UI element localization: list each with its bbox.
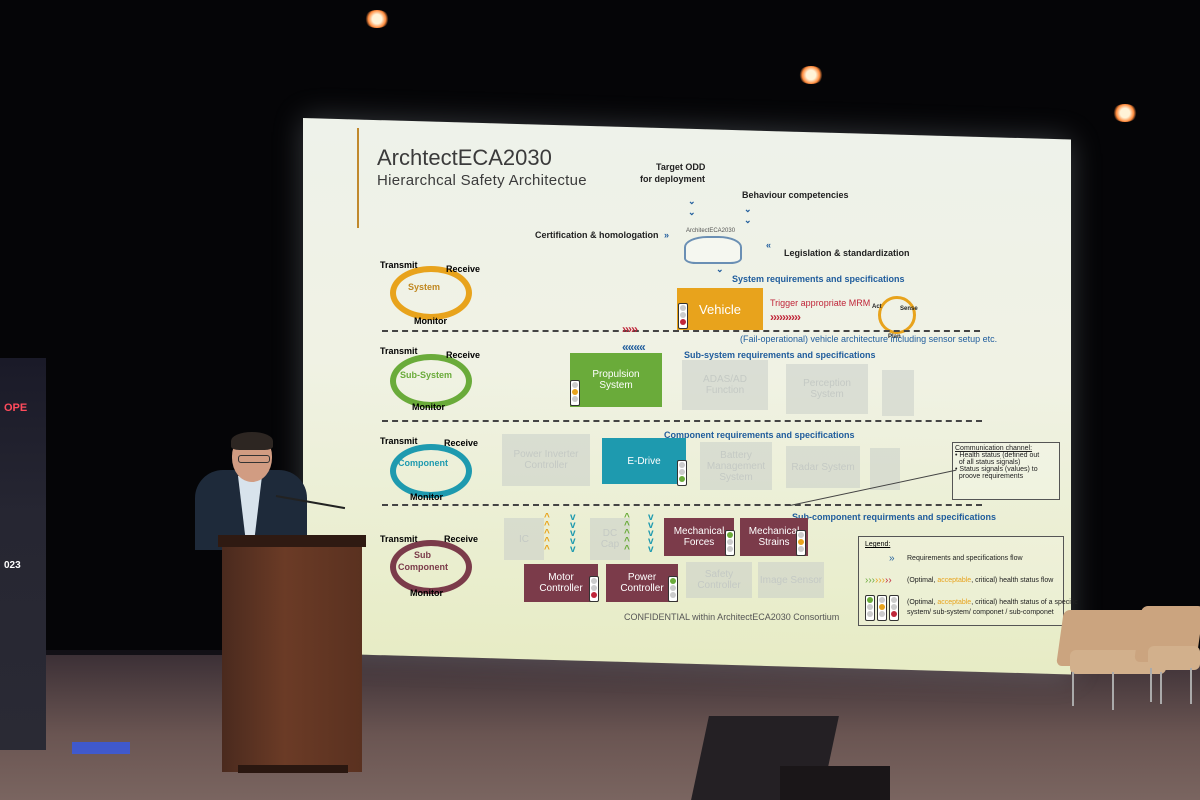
traffic-light-icon [796,530,806,556]
traffic-light-icon [865,595,875,621]
traffic-light-icon [570,380,580,406]
legislation-label: Legislation & standardization [784,248,910,258]
for-deployment-label: for deployment [640,174,706,184]
floor-light [72,742,130,754]
traffic-light-icon [725,530,735,556]
presenter-hair [231,432,273,450]
down-chevron-icon: ⌄⌄ [744,204,751,225]
act-sense-plan-ring [878,296,916,334]
placeholder-box [882,370,914,416]
stage-floor [0,655,1200,800]
ic-box: IC [504,518,544,560]
ceiling-light [364,10,390,28]
blue-chevron-icon: «««« [622,340,646,354]
confidential-label: CONFIDENTIAL within ArchitectECA2030 Con… [624,612,840,622]
subsystem-req-label: Sub-system requirements and specificatio… [684,350,876,360]
image-sensor-box: Image Sensor [758,562,824,598]
system-ring-icon [390,266,472,320]
green-up-chevrons-icon: ^^^^^ [624,512,630,555]
red-chevron-icon: ››››› [622,322,638,336]
sense-label: Sense [900,306,918,312]
podium-base [238,765,348,773]
radar-system-box: Radar System [786,446,860,488]
legend-box: Legend: » Requirements and specification… [858,536,1078,626]
right-chevron-icon: » [664,230,669,240]
down-chevron-icon: ⌄ [716,264,723,274]
event-banner [0,358,46,750]
subcomponent-req-label: Sub-component requirments and specificat… [792,512,997,522]
subcomponent-ring-icon [390,540,472,594]
vehicle-box: Vehicle [677,288,763,330]
slide-title: ArchtectECA2030 [377,145,552,170]
level-divider [382,504,982,506]
plan-label: Plan [888,334,901,340]
fail-op-label: (Fail-operational) vehicle architecture … [740,334,998,344]
traffic-light-icon [677,460,687,486]
traffic-light-icon [678,303,688,329]
behaviour-label: Behaviour competencies [742,190,849,200]
level-divider [382,420,982,422]
blue-chevron-icon: » [889,553,895,564]
traffic-light-icon [877,595,887,621]
gold-up-chevrons-icon: ^^^^^ [544,512,550,555]
glasses-icon [238,455,270,463]
car-icon [684,236,742,264]
podium [222,540,362,772]
component-req-label: Component requirements and specification… [664,430,855,440]
trigger-mrm-label: Trigger appropriate MRM [770,298,871,308]
traffic-light-icon [668,576,678,602]
red-chevron-icon: ›››››››››› [770,310,801,324]
left-chevron-icon: « [766,240,771,250]
car-label: ArchitectECA2030 [686,228,736,234]
system-req-label: System requirements and specifications [732,274,905,284]
certification-label: Certification & homologation [535,230,659,240]
component-ring-icon [390,444,472,498]
slide-divider [357,128,359,228]
traffic-light-icon [889,595,899,621]
banner-text: OPE [4,402,28,414]
traffic-light-icon [589,576,599,602]
e-drive-box: E-Drive [602,438,686,484]
subsystem-ring-icon [390,354,472,408]
target-odd-label: Target ODD [656,162,706,172]
slide-subtitle: Hierarchcal Safety Architectue [377,172,587,189]
ceiling-light [1112,104,1138,122]
health-chevrons-icon: ›››››››› [865,575,892,586]
banner-year: 023 [4,560,21,571]
communication-channel-note: Communication channel: • Health status (… [952,442,1060,500]
act-label: Act [872,304,882,310]
stage-monitor-speaker [780,766,890,800]
ceiling-light [798,66,824,84]
down-chevron-icon: ⌄⌄ [688,196,695,217]
level-divider [382,330,980,332]
podium-top [218,535,366,547]
